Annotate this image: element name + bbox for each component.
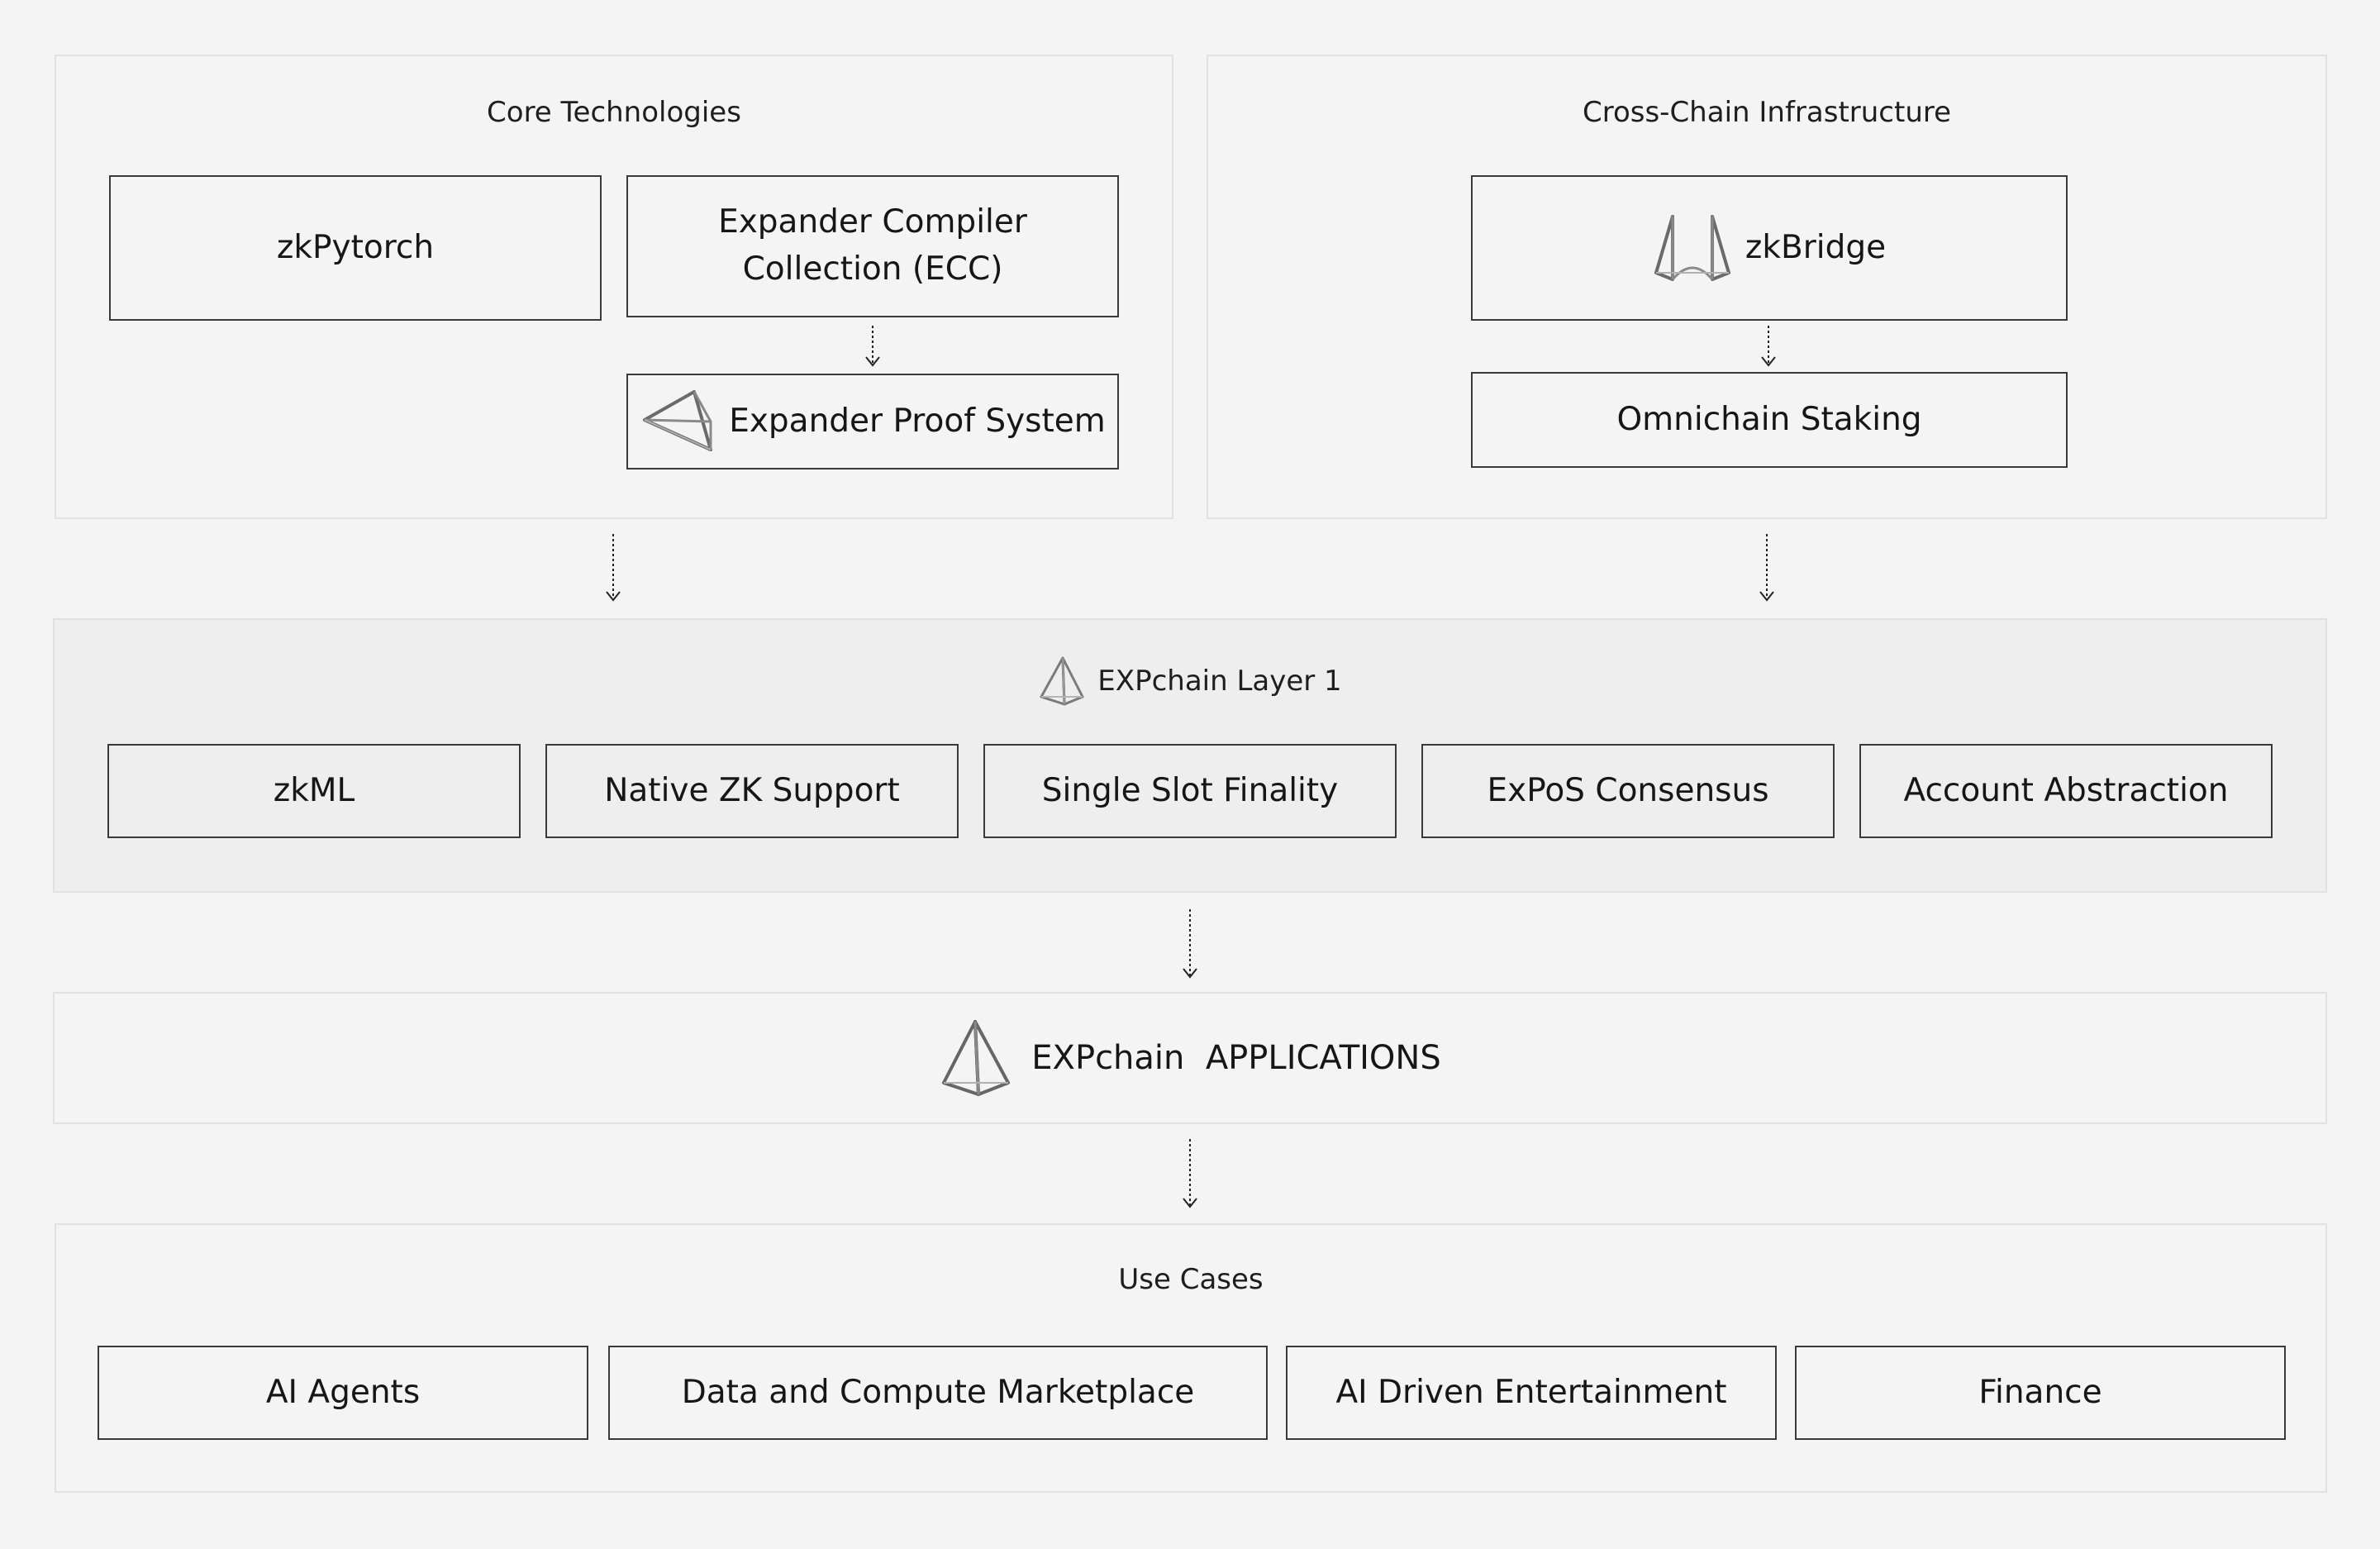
zkpytorch-box: zkPytorch — [109, 175, 602, 321]
feature-single-slot-finality: Single Slot Finality — [983, 744, 1397, 838]
feature-expos-consensus: ExPoS Consensus — [1421, 744, 1835, 838]
feature-label: Native ZK Support — [604, 771, 900, 809]
expander-proof-system-box: Expander Proof System — [626, 374, 1119, 469]
applications-panel: EXPchain APPLICATIONS — [53, 992, 2327, 1124]
feature-label: ExPoS Consensus — [1487, 771, 1769, 809]
use-case-label: Data and Compute Marketplace — [681, 1373, 1195, 1411]
feature-label: Single Slot Finality — [1041, 771, 1339, 809]
zkpytorch-label: zkPytorch — [276, 228, 435, 266]
layer1-panel: EXPchain Layer 1 zkML Native ZK Support … — [53, 618, 2327, 893]
applications-to-use-cases-arrow — [1183, 1139, 1197, 1208]
expander-proof-system-label: Expander Proof System — [729, 402, 1106, 440]
use-case-label: AI Agents — [265, 1373, 421, 1411]
applications-title-row: EXPchain APPLICATIONS — [55, 1017, 2325, 1099]
core-technologies-panel: Core Technologies zkPytorch Expander Com… — [55, 55, 1173, 519]
feature-native-zk-support: Native ZK Support — [545, 744, 959, 838]
feature-zkml: zkML — [107, 744, 521, 838]
zkbridge-to-staking-arrow — [1761, 326, 1776, 367]
use-case-label: AI Driven Entertainment — [1335, 1373, 1727, 1411]
ecc-label: Expander Compiler Collection (ECC) — [718, 203, 1027, 288]
ecc-box: Expander Compiler Collection (ECC) — [626, 175, 1119, 317]
use-case-ai-agents: AI Agents — [98, 1346, 588, 1440]
cross-chain-title: Cross-Chain Infrastructure — [1582, 96, 1952, 129]
pyramid-icon — [1038, 655, 1086, 707]
gem-icon — [640, 388, 716, 455]
use-case-finance: Finance — [1795, 1346, 2286, 1440]
use-case-ai-driven-entertainment: AI Driven Entertainment — [1286, 1346, 1777, 1440]
use-case-label: Finance — [1978, 1373, 2102, 1411]
layer1-title-row: EXPchain Layer 1 — [55, 655, 2325, 708]
use-cases-title: Use Cases — [1118, 1263, 1264, 1296]
pyramid-icon — [939, 1018, 1013, 1098]
feature-label: Account Abstraction — [1903, 771, 2229, 809]
omnichain-staking-box: Omnichain Staking — [1471, 372, 2068, 468]
applications-title: EXPchain APPLICATIONS — [1031, 1039, 1441, 1077]
cross-chain-panel: Cross-Chain Infrastructure zkBridge Omni… — [1207, 55, 2327, 519]
layer1-title: EXPchain Layer 1 — [1097, 665, 1342, 698]
core-technologies-title: Core Technologies — [487, 96, 741, 129]
layer1-to-applications-arrow — [1183, 909, 1197, 979]
use-cases-panel: Use Cases AI Agents Data and Compute Mar… — [55, 1223, 2327, 1493]
core-to-layer1-arrow — [606, 534, 621, 602]
cross-chain-to-layer1-arrow — [1759, 534, 1774, 602]
omnichain-staking-label: Omnichain Staking — [1616, 400, 1922, 438]
zkbridge-box: zkBridge — [1471, 175, 2068, 321]
feature-label: zkML — [273, 771, 355, 809]
zkbridge-label: zkBridge — [1745, 228, 1887, 266]
use-case-data-compute-marketplace: Data and Compute Marketplace — [608, 1346, 1268, 1440]
bridge-icon — [1653, 213, 1732, 283]
ecc-to-proof-arrow — [865, 326, 880, 367]
feature-account-abstraction: Account Abstraction — [1859, 744, 2273, 838]
